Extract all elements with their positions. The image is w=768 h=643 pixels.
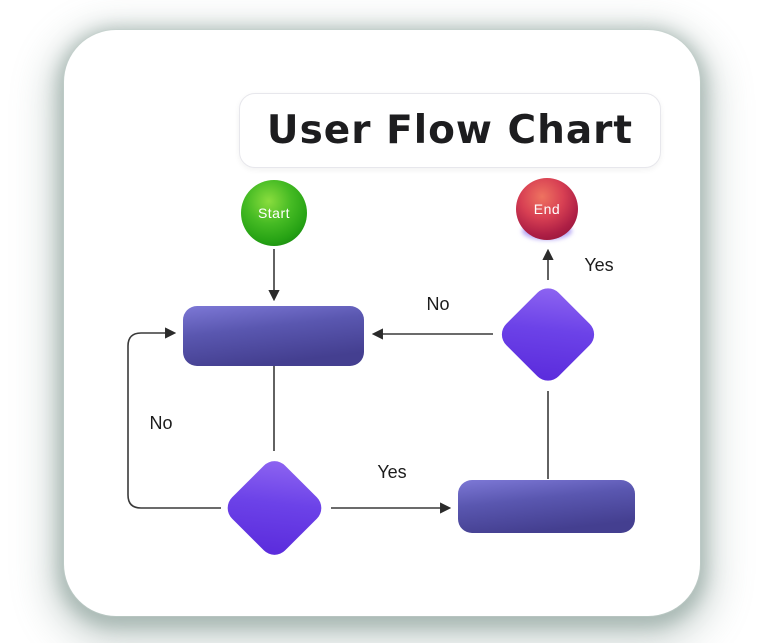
edge-label-yes-bottom: Yes [377, 462, 406, 482]
page-title: User Flow Chart [266, 108, 634, 153]
node-decision-final [501, 288, 595, 381]
end-sphere [516, 178, 578, 240]
node-start: Start [241, 180, 307, 246]
node-process-2 [458, 480, 635, 533]
node-process-1 [183, 306, 364, 366]
node-decision-main [227, 461, 322, 555]
flowchart-card: User Flow Chart [64, 30, 700, 616]
edge-label-yes-end: Yes [584, 255, 613, 275]
edge-decision-main-no-loop-to-process1 [127, 327, 221, 509]
end-label: End [534, 201, 560, 217]
start-label: Start [258, 205, 290, 221]
node-end: End [516, 178, 578, 240]
edge-label-no-right: No [426, 294, 449, 314]
edge-label-no-loop: No [149, 413, 172, 433]
title-box: User Flow Chart [239, 93, 661, 168]
start-sphere [241, 180, 307, 246]
